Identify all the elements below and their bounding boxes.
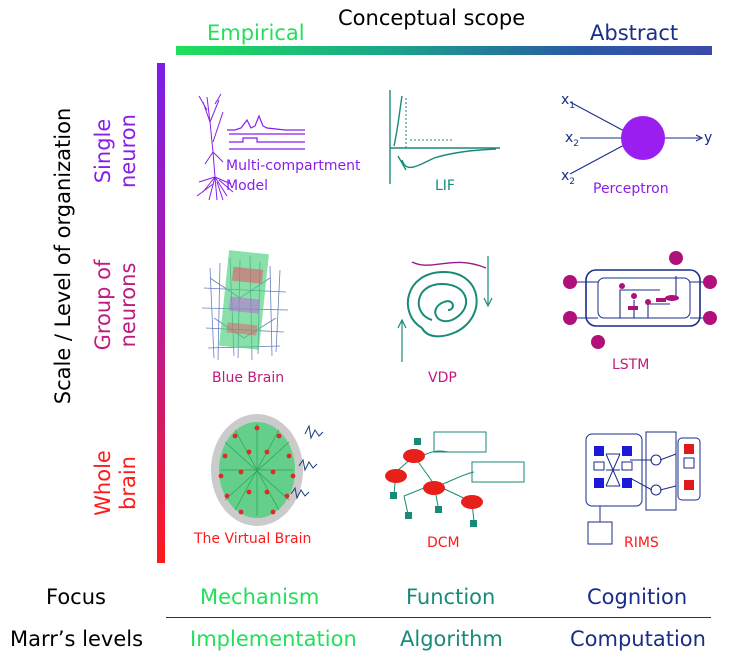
row-label-line1: Whole [91, 450, 115, 516]
virtual-brain-caption: The Virtual Brain [194, 531, 312, 547]
row-label-whole-brain: Whole brain [91, 450, 141, 516]
blue-brain-caption: Blue Brain [212, 370, 285, 386]
row-label-line2: neuron [116, 114, 140, 188]
perceptron-input-x1: x1 [561, 92, 575, 111]
rims-caption: RIMS [624, 535, 659, 551]
input-var: x [561, 92, 570, 108]
blue-brain-illustration [201, 250, 289, 361]
perceptron-caption: Perceptron [593, 181, 669, 197]
focus-cognition: Cognition [587, 585, 688, 609]
scope-gradient-bar [176, 46, 712, 55]
abstract-label: Abstract [590, 21, 679, 45]
dcm-caption: DCM [427, 535, 460, 551]
focus-label: Focus [46, 585, 106, 609]
marr-implementation: Implementation [190, 627, 357, 651]
vdp-caption: VDP [428, 370, 457, 386]
input-var: x [565, 130, 574, 146]
marr-computation: Computation [570, 627, 706, 651]
row-label-line2: neurons [116, 262, 140, 348]
input-var: x [561, 168, 570, 184]
lif-caption: LIF [435, 178, 455, 194]
row-label-line1: Group of [91, 259, 115, 351]
footer-divider [166, 617, 711, 618]
multicompartment-caption-line1: Multi-compartment [226, 158, 361, 174]
input-subscript: 2 [573, 138, 580, 149]
row-label-single-neuron: Single neuron [91, 114, 141, 188]
marr-levels-label: Marr’s levels [10, 627, 144, 651]
lstm-cell-illustration [563, 251, 717, 349]
multicompartment-neuron-illustration [196, 93, 305, 201]
multicompartment-caption-line2: Model [226, 178, 269, 194]
scale-gradient-bar [157, 63, 165, 563]
perceptron-input-x2: x2 [565, 130, 579, 149]
row-label-line2: brain [116, 456, 140, 510]
virtual-brain-illustration [211, 414, 324, 526]
dcm-illustration [385, 431, 525, 527]
lstm-caption: LSTM [612, 357, 650, 373]
perceptron-illustration [569, 101, 704, 175]
focus-function: Function [406, 585, 496, 609]
marr-algorithm: Algorithm [400, 627, 503, 651]
vdp-phase-portrait-illustration [397, 256, 493, 362]
row-label-line1: Single [91, 118, 115, 184]
empirical-label: Empirical [207, 21, 305, 45]
perceptron-input-x3: x2 [561, 168, 575, 187]
row-label-group-neurons: Group of neurons [91, 260, 141, 351]
focus-mechanism: Mechanism [200, 585, 320, 609]
rims-illustration [585, 431, 701, 545]
input-subscript: 1 [569, 100, 576, 111]
y-axis-label: Scale / Level of organization [51, 107, 75, 405]
input-subscript: 2 [569, 176, 576, 187]
perceptron-output-y: y [704, 130, 713, 146]
lif-plot-illustration [389, 90, 500, 184]
conceptual-scope-title: Conceptual scope [338, 6, 526, 30]
